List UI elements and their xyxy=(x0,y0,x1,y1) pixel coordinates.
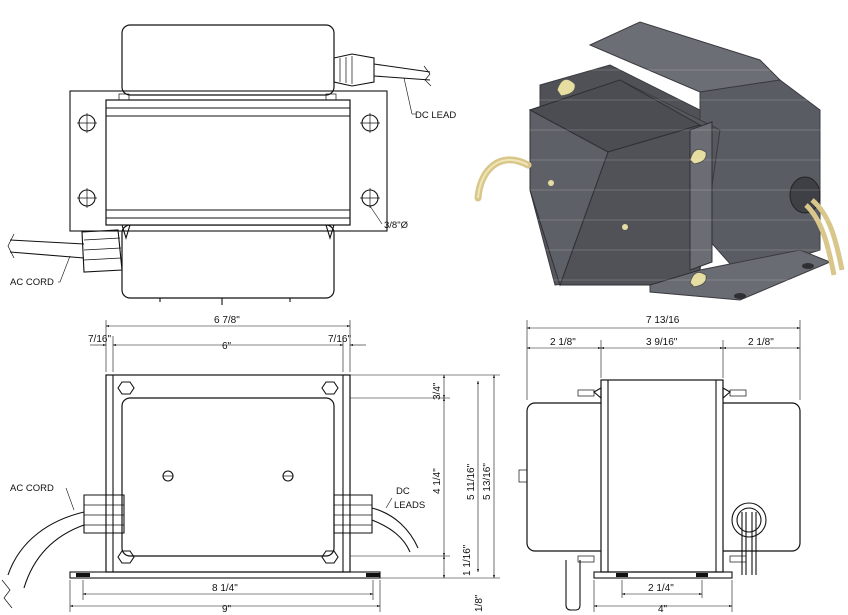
hex-bolt-icon xyxy=(117,381,339,564)
dim-overall-width: 6 7/8" xyxy=(214,315,240,326)
dim-height-inner: 5 11/16" xyxy=(466,463,477,500)
front-dimensions xyxy=(69,320,500,612)
dim-height-mid: 4 1/4" xyxy=(432,468,443,494)
mounting-hole-icon xyxy=(77,113,380,208)
top-view xyxy=(7,24,432,305)
ac-cord-label: AC CORD xyxy=(10,483,54,494)
dc-leads-label: DC LEAD xyxy=(415,110,456,121)
dim-side-left: 2 1/8" xyxy=(550,337,576,348)
dc-leads-label: LEADS xyxy=(394,500,425,511)
dim-foot-total: 4" xyxy=(658,604,668,615)
dim-top-margin: 3/4" xyxy=(432,382,443,400)
side-view xyxy=(518,379,801,611)
dim-base-span: 8 1/4" xyxy=(212,583,238,594)
front-view xyxy=(1,374,419,609)
dim-bottom-margin: 1 1/16" xyxy=(462,544,473,576)
dim-right-offset: 7/16" xyxy=(328,334,351,345)
dim-base-total: 9" xyxy=(222,604,232,615)
dim-foot-span: 2 1/4" xyxy=(648,583,674,594)
side-dimensions xyxy=(526,320,801,612)
dim-base-thickness: 1/8" xyxy=(474,594,485,612)
ac-cord-label: AC CORD xyxy=(10,277,54,288)
dim-height-total: 5 13/16" xyxy=(482,463,493,500)
dim-center-width: 6" xyxy=(222,341,232,352)
dim-left-offset: 7/16" xyxy=(88,334,111,345)
dc-leads-label: DC xyxy=(396,486,410,497)
hole-diameter-label: 3/8"Ø xyxy=(384,220,409,231)
dc-gland-icon xyxy=(731,502,767,575)
dim-side-center: 3 9/16" xyxy=(646,337,678,348)
dim-side-overall: 7 13/16 xyxy=(646,315,680,326)
dim-side-right: 2 1/8" xyxy=(748,337,774,348)
transformer-3d-render xyxy=(474,21,845,301)
